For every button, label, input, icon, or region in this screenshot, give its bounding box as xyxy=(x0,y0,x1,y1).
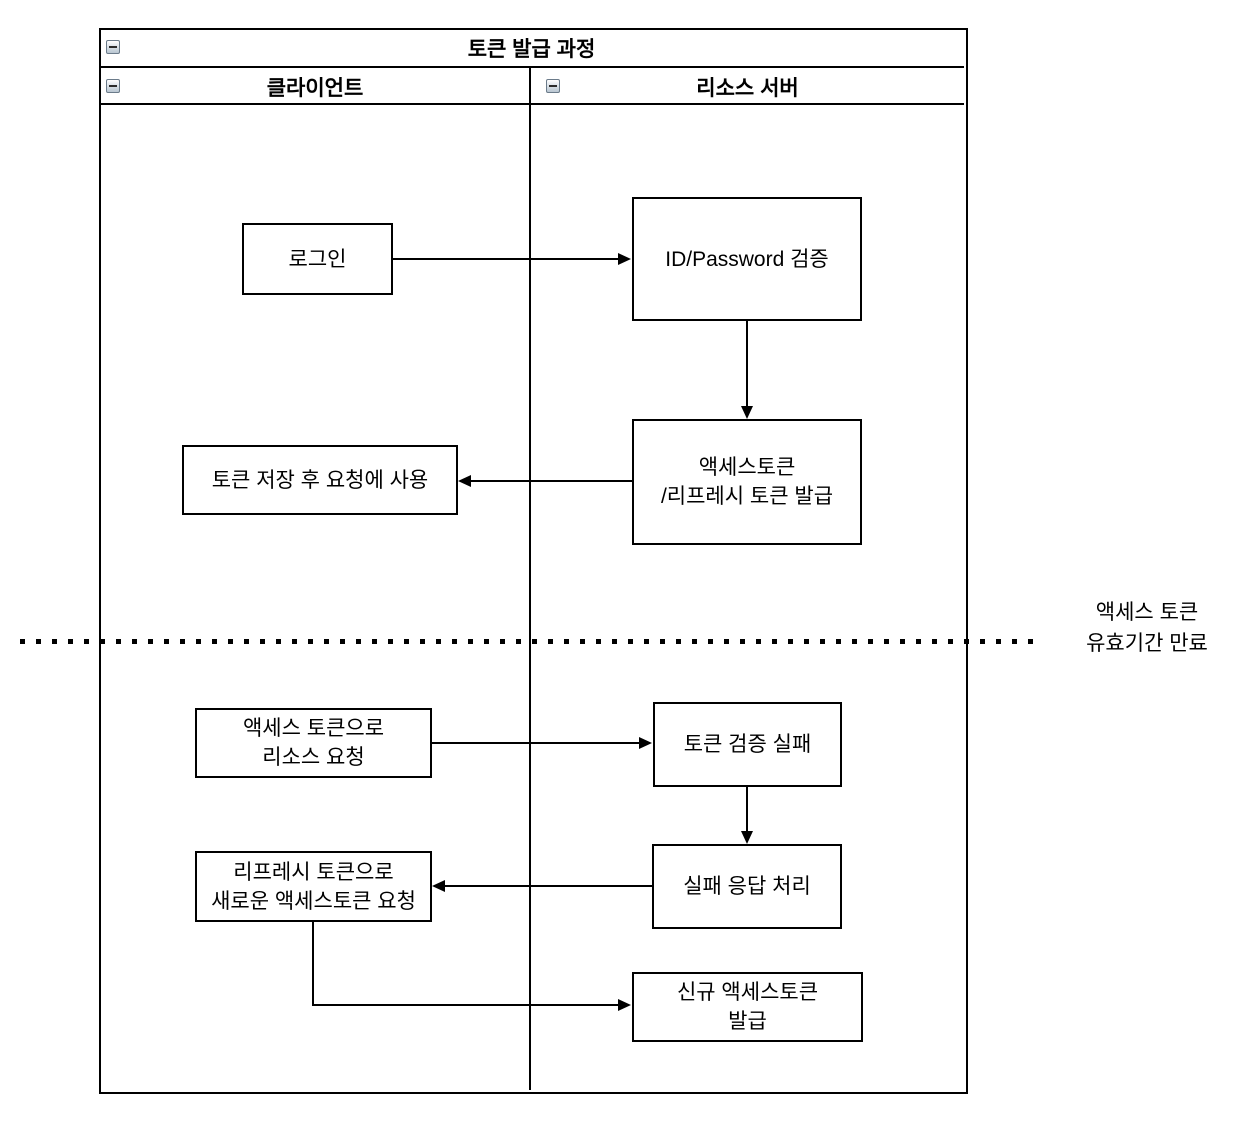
arrowhead-down-icon xyxy=(741,406,753,419)
arrowhead-left-icon xyxy=(432,880,445,892)
node-refresh-request-label: 리프레시 토큰으로 새로운 액세스토큰 요청 xyxy=(211,860,416,913)
node-token-verify-fail[interactable]: 토큰 검증 실패 xyxy=(653,702,842,787)
node-refresh-request[interactable]: 리프레시 토큰으로 새로운 액세스토큰 요청 xyxy=(195,851,432,922)
node-request-resource-label: 액세스 토큰으로 리소스 요청 xyxy=(242,717,385,769)
node-verify-idpw-label: ID/Password 검증 xyxy=(665,247,829,271)
arrowhead-down-icon xyxy=(741,831,753,844)
collapse-icon-client-lane[interactable] xyxy=(106,79,120,93)
arrowhead-right-icon xyxy=(618,999,631,1011)
token-expiry-separator xyxy=(20,639,1036,644)
node-token-verify-fail-label: 토큰 검증 실패 xyxy=(683,733,812,756)
lane-server-label: 리소스 서버 xyxy=(696,76,799,100)
connector-fail-to-failresponse xyxy=(746,787,748,832)
node-issue-tokens[interactable]: 액세스토큰 /리프레시 토큰 발급 xyxy=(632,419,862,545)
connector-issue-to-store xyxy=(470,480,632,482)
connector-verify-to-issue xyxy=(746,321,748,407)
connector-refresh-to-newtoken-horizontal xyxy=(312,1004,620,1006)
diagram-title: 토큰 발급 과정 xyxy=(99,30,964,66)
node-fail-response[interactable]: 실패 응답 처리 xyxy=(652,844,842,929)
lane-header-client: 클라이언트 xyxy=(101,70,529,103)
swimlane-frame xyxy=(99,28,968,1094)
connector-login-to-verify xyxy=(393,258,620,260)
node-request-resource[interactable]: 액세스 토큰으로 리소스 요청 xyxy=(195,708,432,778)
title-row-divider xyxy=(99,66,964,68)
node-login-label: 로그인 xyxy=(288,247,347,271)
node-login[interactable]: 로그인 xyxy=(242,223,393,295)
diagram-title-text: 토큰 발급 과정 xyxy=(467,38,596,61)
node-new-token-label: 신규 액세스토큰 발급 xyxy=(676,981,819,1033)
arrowhead-right-icon xyxy=(639,737,652,749)
arrowhead-right-icon xyxy=(618,253,631,265)
token-expiry-annotation-text: 액세스 토큰 유효기간 만료 xyxy=(1086,601,1208,655)
lane-client-label: 클라이언트 xyxy=(266,76,364,100)
minus-glyph xyxy=(109,85,117,87)
arrowhead-left-icon xyxy=(458,475,471,487)
collapse-icon-server-lane[interactable] xyxy=(546,79,560,93)
token-expiry-annotation: 액세스 토큰 유효기간 만료 xyxy=(1058,597,1236,659)
minus-glyph xyxy=(549,85,557,87)
node-store-token-label: 토큰 저장 후 요청에 사용 xyxy=(211,468,429,492)
node-store-token[interactable]: 토큰 저장 후 요청에 사용 xyxy=(182,445,458,515)
node-verify-idpw[interactable]: ID/Password 검증 xyxy=(632,197,862,321)
node-issue-tokens-label: 액세스토큰 /리프레시 토큰 발급 xyxy=(660,456,834,508)
minus-glyph xyxy=(109,46,117,48)
collapse-icon-title[interactable] xyxy=(106,40,120,54)
connector-request-to-fail xyxy=(432,742,641,744)
lane-header-server: 리소스 서버 xyxy=(531,70,964,103)
connector-failresponse-to-refresh xyxy=(444,885,652,887)
node-new-token[interactable]: 신규 액세스토큰 발급 xyxy=(632,972,863,1042)
lane-divider xyxy=(529,66,531,1090)
node-fail-response-label: 실패 응답 처리 xyxy=(683,875,811,898)
connector-refresh-to-newtoken-vertical xyxy=(312,922,314,1006)
lane-header-divider xyxy=(99,103,964,105)
